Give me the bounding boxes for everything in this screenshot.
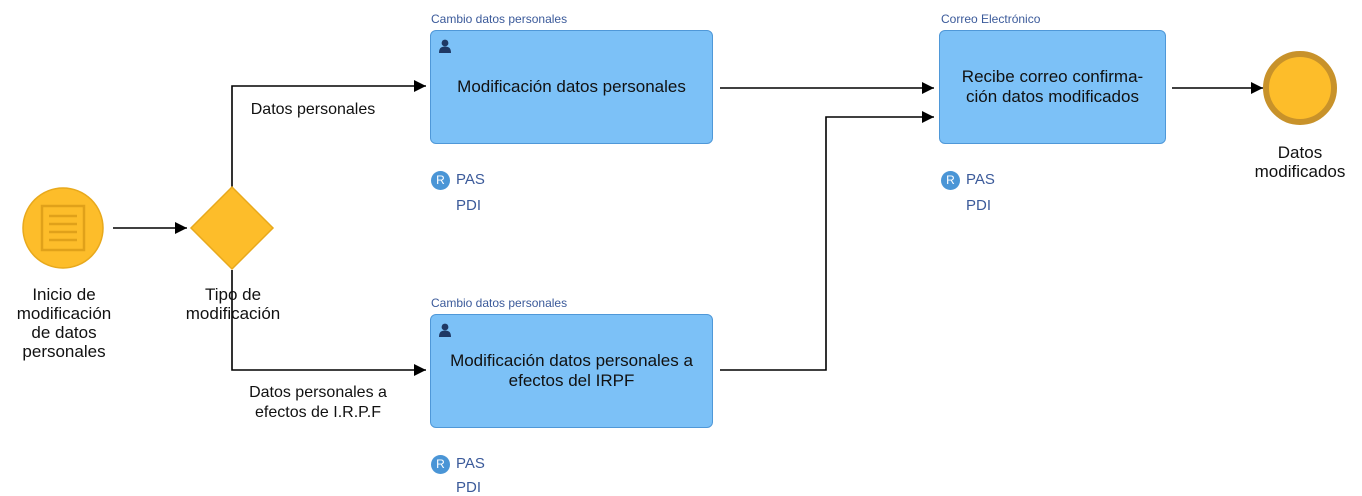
end-event-label-line-2: modificados bbox=[1254, 162, 1346, 181]
end-event[interactable] bbox=[1263, 51, 1337, 125]
task2-roles: R PAS PDI bbox=[431, 455, 531, 496]
flow-label-datos-personales: Datos personales bbox=[250, 101, 376, 118]
start-event-label-line-4: personales bbox=[22, 342, 106, 361]
start-event-label-line-3: de datos bbox=[31, 323, 97, 342]
task1-role-pas: PAS bbox=[456, 171, 485, 188]
message-list-icon bbox=[40, 204, 86, 252]
flow-label-irpf-line-2: efectos de I.R.P.F bbox=[255, 404, 381, 421]
user-icon bbox=[439, 323, 451, 337]
task2-lane-label: Cambio datos personales bbox=[431, 296, 568, 310]
start-event-label-line-1: Inicio de bbox=[32, 285, 96, 304]
task3-roles: R PAS PDI bbox=[941, 171, 1041, 219]
task3-role-pas: PAS bbox=[966, 171, 995, 188]
role-badge-icon: R bbox=[941, 171, 960, 190]
gateway-label-line-2: modificación bbox=[185, 304, 281, 323]
task2-role-pas: PAS bbox=[456, 455, 485, 472]
task1-roles: R PAS PDI bbox=[431, 171, 531, 219]
task3-text-line-2: ción datos modificados bbox=[966, 87, 1139, 106]
flow-gateway-to-task2[interactable] bbox=[231, 270, 426, 376]
task1-text-line-1: Modificación datos personales bbox=[457, 77, 686, 96]
user-icon bbox=[439, 39, 451, 53]
role-badge-icon: R bbox=[431, 455, 450, 474]
task2-role-pdi: PDI bbox=[456, 479, 482, 496]
flow-label-irpf-line-1: Datos personales a bbox=[249, 384, 387, 401]
task-recibe-correo-confirmacion[interactable]: Recibe correo confirma- ción datos modif… bbox=[939, 30, 1166, 144]
flow-gateway-to-task1[interactable] bbox=[231, 80, 426, 187]
gateway-label-line-1: Tipo de bbox=[204, 285, 262, 304]
task-modificacion-datos-personales[interactable]: Modificación datos personales bbox=[430, 30, 713, 144]
task2-text-line-1: Modificación datos personales a bbox=[450, 351, 693, 370]
task3-text-line-1: Recibe correo confirma- bbox=[961, 67, 1144, 86]
task3-text: Recibe correo confirma- ción datos modif… bbox=[940, 31, 1165, 143]
start-event-label-line-2: modificación bbox=[16, 304, 112, 323]
task3-role-pdi: PDI bbox=[966, 197, 992, 214]
task1-text: Modificación datos personales bbox=[431, 31, 712, 143]
task1-role-pdi: PDI bbox=[456, 197, 482, 214]
start-event[interactable] bbox=[22, 187, 104, 269]
gateway-label: Tipo de modificación bbox=[170, 285, 296, 323]
exclusive-gateway[interactable] bbox=[189, 185, 275, 271]
task-modificacion-datos-irpf[interactable]: Modificación datos personales a efectos … bbox=[430, 314, 713, 428]
flow-label-irpf: Datos personales a efectos de I.R.P.F bbox=[228, 383, 408, 423]
task2-text-line-2: efectos del IRPF bbox=[508, 371, 635, 390]
task1-lane-label: Cambio datos personales bbox=[431, 12, 568, 26]
end-event-label-line-1: Datos bbox=[1277, 143, 1323, 162]
end-event-label: Datos modificados bbox=[1240, 143, 1360, 181]
role-badge-icon: R bbox=[431, 171, 450, 190]
start-event-label: Inicio de modificación de datos personal… bbox=[8, 285, 120, 361]
flow-task2-to-task3[interactable] bbox=[720, 111, 934, 371]
task3-lane-label: Correo Electrónico bbox=[941, 12, 1041, 26]
task2-text: Modificación datos personales a efectos … bbox=[431, 315, 712, 427]
